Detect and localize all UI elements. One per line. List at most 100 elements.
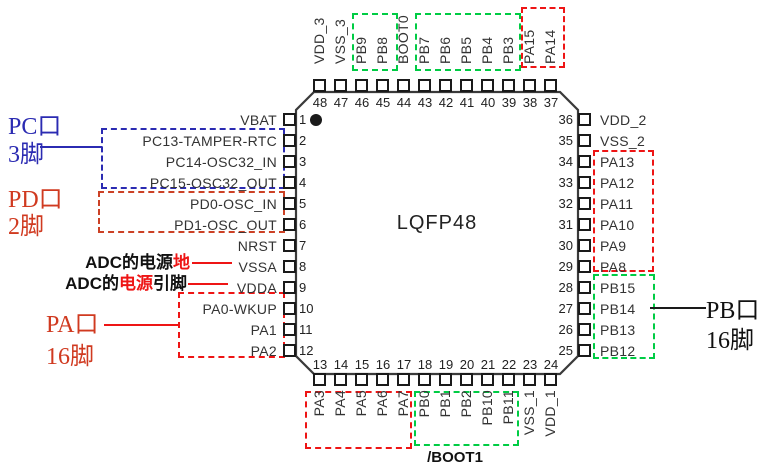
pin-number-47: 47	[333, 95, 349, 110]
pin-label-43: PB7	[416, 36, 432, 64]
pin-square-42	[439, 79, 452, 92]
pc-port-note: PC口	[8, 114, 62, 140]
pin-label-13: PA3	[311, 390, 327, 417]
pin-label-36: VDD_2	[600, 112, 647, 128]
pin-label-16: PA6	[374, 390, 390, 417]
pin-label-32: PA11	[600, 196, 634, 212]
pin-label-19: PB1	[437, 390, 453, 418]
pin-label-11: PA1	[250, 322, 277, 338]
pin-label-2: PC13-TAMPER-RTC	[142, 133, 277, 149]
pin-square-5	[283, 197, 296, 210]
pb-leader-line	[650, 307, 706, 309]
boot1-note: /BOOT1	[427, 449, 483, 466]
pin-label-48: VDD_3	[311, 17, 327, 64]
pin-label-22: PB11	[500, 390, 516, 425]
group-box-pb0-pb11	[414, 391, 519, 446]
pin-label-41: PB5	[458, 36, 474, 64]
pin-number-48: 48	[312, 95, 328, 110]
pin-number-37: 37	[543, 95, 559, 110]
pin-square-34	[578, 155, 591, 168]
vssa-leader-line	[192, 262, 232, 264]
pin-square-18	[418, 373, 431, 386]
pin-square-32	[578, 197, 591, 210]
pin-label-28: PB15	[600, 280, 636, 296]
pin-square-20	[460, 373, 473, 386]
group-box-pb9-pb8	[352, 13, 398, 71]
pin-label-47: VSS_3	[332, 18, 348, 64]
pin-label-46: PB9	[353, 36, 369, 64]
group-box-pa13-pa8	[593, 150, 654, 272]
pin-number-12: 12	[299, 343, 314, 358]
group-box-pa3-pa7	[305, 391, 412, 449]
pin-number-44: 44	[396, 95, 412, 110]
pin-number-22: 22	[501, 357, 517, 372]
pin-number-1: 1	[299, 112, 307, 127]
pin-number-28: 28	[558, 280, 573, 295]
pin-square-26	[578, 323, 591, 336]
pin-label-44: BOOT0	[395, 15, 411, 64]
pin-square-37	[544, 79, 557, 92]
pin-label-15: PA5	[353, 390, 369, 417]
pin-number-10: 10	[299, 301, 314, 316]
pin-number-25: 25	[558, 343, 573, 358]
pin-label-40: PB4	[479, 36, 495, 64]
pin-number-35: 35	[558, 133, 573, 148]
pin1-marker-dot	[310, 114, 322, 126]
pin-label-27: PB14	[600, 301, 636, 317]
pin-square-30	[578, 239, 591, 252]
pin-number-8: 8	[299, 259, 307, 274]
pin-label-39: PB3	[500, 36, 516, 64]
pin-square-44	[397, 79, 410, 92]
pa-leader-line	[104, 324, 178, 326]
group-box-pd-port	[98, 191, 285, 233]
pin-square-12	[283, 344, 296, 357]
pin-square-39	[502, 79, 515, 92]
pin-number-39: 39	[501, 95, 517, 110]
pin-number-3: 3	[299, 154, 307, 169]
pin-label-38: PA15	[521, 29, 537, 64]
pin-label-37: PA14	[542, 29, 558, 64]
pin-square-24	[544, 373, 557, 386]
pin-number-31: 31	[558, 217, 573, 232]
pin-label-4: PC15-OSC32_OUT	[149, 175, 277, 191]
pin-square-28	[578, 281, 591, 294]
pin-label-23: VSS_1	[521, 390, 537, 436]
pin-number-29: 29	[558, 259, 573, 274]
pin-square-19	[439, 373, 452, 386]
pin-square-4	[283, 176, 296, 189]
pin-square-23	[523, 373, 536, 386]
pin-number-33: 33	[558, 175, 573, 190]
group-box-pb7-pb3	[415, 13, 521, 71]
pin-number-13: 13	[312, 357, 328, 372]
adc-power-note-text1: ADC的	[65, 274, 119, 293]
pin-label-45: PB8	[374, 36, 390, 64]
adc-power-note-text2: 引脚	[153, 274, 187, 293]
pin-number-19: 19	[438, 357, 454, 372]
pin-square-36	[578, 113, 591, 126]
pin-number-11: 11	[299, 322, 313, 337]
pin-number-32: 32	[558, 196, 573, 211]
pin-square-45	[376, 79, 389, 92]
pin-square-21	[481, 373, 494, 386]
pin-number-7: 7	[299, 238, 307, 253]
pin-label-14: PA4	[332, 390, 348, 417]
pin-square-17	[397, 373, 410, 386]
pin-number-42: 42	[438, 95, 454, 110]
pin-label-6: PD1-OSC_OUT	[174, 217, 277, 233]
pin-square-8	[283, 260, 296, 273]
pin-label-12: PA2	[250, 343, 277, 359]
pa-port-note: PA口	[46, 312, 99, 338]
pin-number-43: 43	[417, 95, 433, 110]
pin-square-16	[376, 373, 389, 386]
pin-label-29: PA8	[600, 259, 627, 275]
pd-pincount-note: 2脚	[8, 214, 44, 240]
pin-number-14: 14	[333, 357, 349, 372]
pin-label-9: VDDA	[236, 280, 277, 296]
pin-number-9: 9	[299, 280, 307, 295]
pin-number-15: 15	[354, 357, 370, 372]
pin-number-26: 26	[558, 322, 573, 337]
pin-square-2	[283, 134, 296, 147]
pin-number-23: 23	[522, 357, 538, 372]
